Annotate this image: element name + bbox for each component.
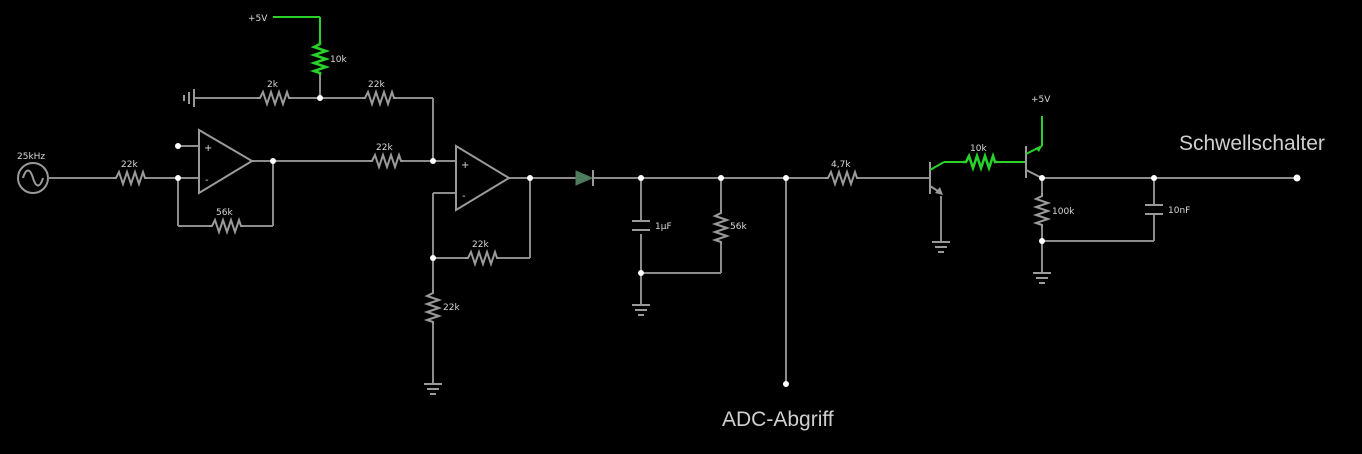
c-hold-label: 1µF (655, 222, 672, 232)
resistor-56k-feedback[interactable] (209, 216, 243, 236)
r-mid-label: 22k (376, 143, 393, 153)
resistor-100k[interactable] (1032, 193, 1052, 227)
capacitor-10nf[interactable] (1145, 204, 1163, 215)
ground-opamp2 (424, 383, 442, 395)
r-emitter-label: 100k (1052, 207, 1075, 217)
supply-top-label: +5V (248, 14, 268, 24)
opamp-2[interactable] (455, 144, 511, 212)
resistor-22k-mid[interactable] (369, 151, 403, 171)
r-gnd2-label: 22k (443, 303, 460, 313)
transistor-q1[interactable] (929, 161, 945, 195)
opamp-1[interactable] (198, 128, 254, 195)
r-pot-label: 10k (330, 55, 347, 65)
wires-stage2 (432, 160, 576, 384)
ground-output (1033, 272, 1051, 284)
ground-left (183, 89, 195, 107)
resistor-4k7-base[interactable] (825, 168, 859, 188)
opamp2-minus: - (462, 191, 466, 202)
r-fb1-label: 56k (216, 208, 233, 218)
r-ground-label: 2k (267, 80, 279, 90)
resistor-22k-input[interactable] (113, 168, 147, 188)
wires-reference (194, 75, 434, 161)
transistor-q2[interactable] (1025, 145, 1043, 179)
diode[interactable] (575, 170, 594, 186)
supply-right-label: +5V (1031, 95, 1051, 105)
source-label: 25kHz (17, 152, 45, 162)
r-link-label: 10k (970, 144, 987, 154)
r-in-label: 22k (121, 160, 138, 170)
resistor-22k-feedback2[interactable] (465, 248, 499, 268)
opamp1-minus: - (205, 175, 209, 186)
r-base-label: 4,7k (831, 160, 851, 170)
opamp2-plus: + (461, 160, 469, 171)
resistor-2k[interactable] (257, 88, 291, 108)
wires-switch (859, 177, 942, 242)
supply-top-wire (273, 16, 321, 41)
ac-source[interactable] (17, 162, 49, 194)
resistor-22k-ref[interactable] (362, 88, 396, 108)
capacitor-1uf[interactable] (632, 220, 650, 231)
r-load-label: 56k (730, 222, 747, 232)
wires-detector (594, 177, 825, 384)
adc-tap-label: ADC-Abgriff (722, 408, 834, 431)
resistor-10k-pot[interactable] (309, 41, 331, 75)
c-out-label: 10nF (1168, 206, 1190, 216)
ground-detector (632, 304, 650, 316)
resistor-22k-ground[interactable] (423, 290, 443, 324)
r-fb2-label: 22k (472, 240, 489, 250)
wires-output (1041, 177, 1297, 273)
threshold-switch-label: Schwellschalter (1179, 132, 1325, 155)
opamp1-plus: + (204, 143, 212, 154)
r-ref-label: 22k (368, 80, 385, 90)
wires-stage1 (48, 145, 455, 227)
ground-q1 (932, 241, 950, 253)
node-dots (175, 95, 1157, 387)
resistor-56k-load[interactable] (711, 210, 731, 244)
output-terminal[interactable] (1293, 174, 1301, 182)
resistor-10k-link[interactable] (963, 151, 997, 173)
